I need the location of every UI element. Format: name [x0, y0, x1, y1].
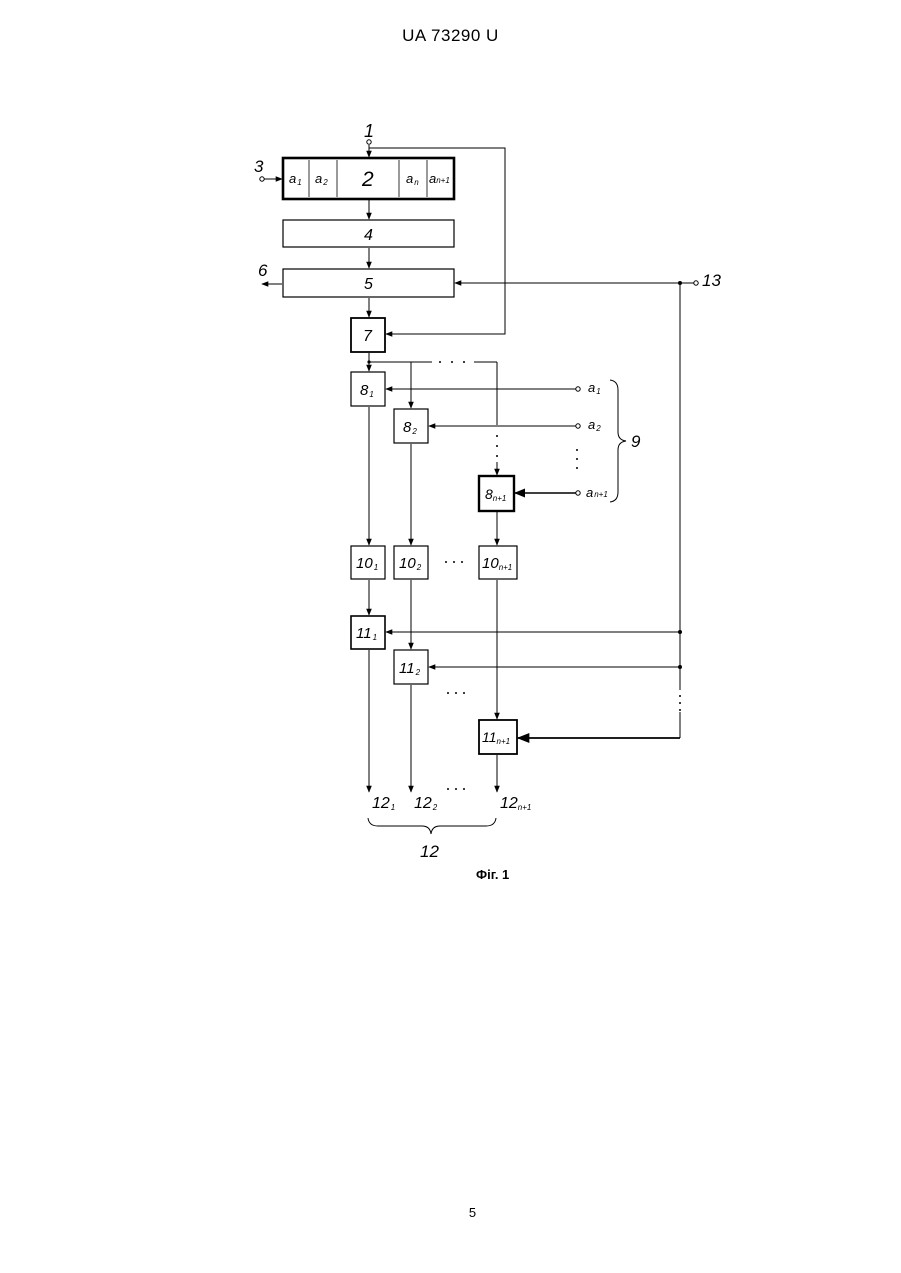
- block-8-1-label: 81: [360, 382, 374, 399]
- page-number: 5: [0, 1205, 901, 1220]
- block-10-1-label: 101: [356, 555, 378, 572]
- input-a2-label: a2: [588, 417, 601, 433]
- input-an1-node: [576, 491, 580, 495]
- group-9-label: 9: [631, 432, 641, 451]
- block-8-n1-label: 8n+1: [485, 486, 506, 503]
- block-4-label: 4: [364, 227, 373, 244]
- terminal-13-node: [694, 281, 698, 285]
- group-12-label: 12: [420, 842, 439, 861]
- register-cell-an: an: [406, 171, 419, 187]
- input-a1-label: a1: [588, 380, 601, 396]
- input-a2-node: [576, 424, 580, 428]
- block-10-n1-label: 10n+1: [482, 555, 512, 572]
- register-cell-a2: a2: [315, 171, 328, 187]
- block-11-2-label: 112: [399, 660, 421, 677]
- input-an1-label: an+1: [586, 485, 608, 500]
- block-11-n1-label: 11n+1: [482, 729, 510, 746]
- register-block-2-label: 2: [361, 168, 374, 191]
- output-12-2-label: 122: [414, 795, 438, 812]
- block-5-label: 5: [364, 276, 373, 293]
- input-a1-node: [576, 387, 580, 391]
- block-8-2-label: 82: [403, 419, 417, 436]
- terminal-3-label: 3: [254, 157, 264, 176]
- brace-12: [368, 818, 496, 834]
- output-12-n1-label: 12n+1: [500, 795, 531, 812]
- register-cell-a1: a1: [289, 171, 302, 187]
- register-cell-an1: an+1: [429, 171, 450, 186]
- output-12-1-label: 121: [372, 795, 395, 812]
- brace-9: [610, 380, 626, 502]
- figure-caption: Фіг. 1: [476, 867, 509, 882]
- terminal-13-label: 13: [702, 271, 721, 290]
- block-10-2-label: 102: [399, 555, 422, 572]
- terminal-3-node: [260, 177, 264, 181]
- block-11-1-label: 111: [356, 625, 377, 642]
- terminal-1-label: 1: [364, 121, 374, 141]
- block-7-label: 7: [363, 328, 373, 345]
- terminal-6-label: 6: [258, 261, 268, 280]
